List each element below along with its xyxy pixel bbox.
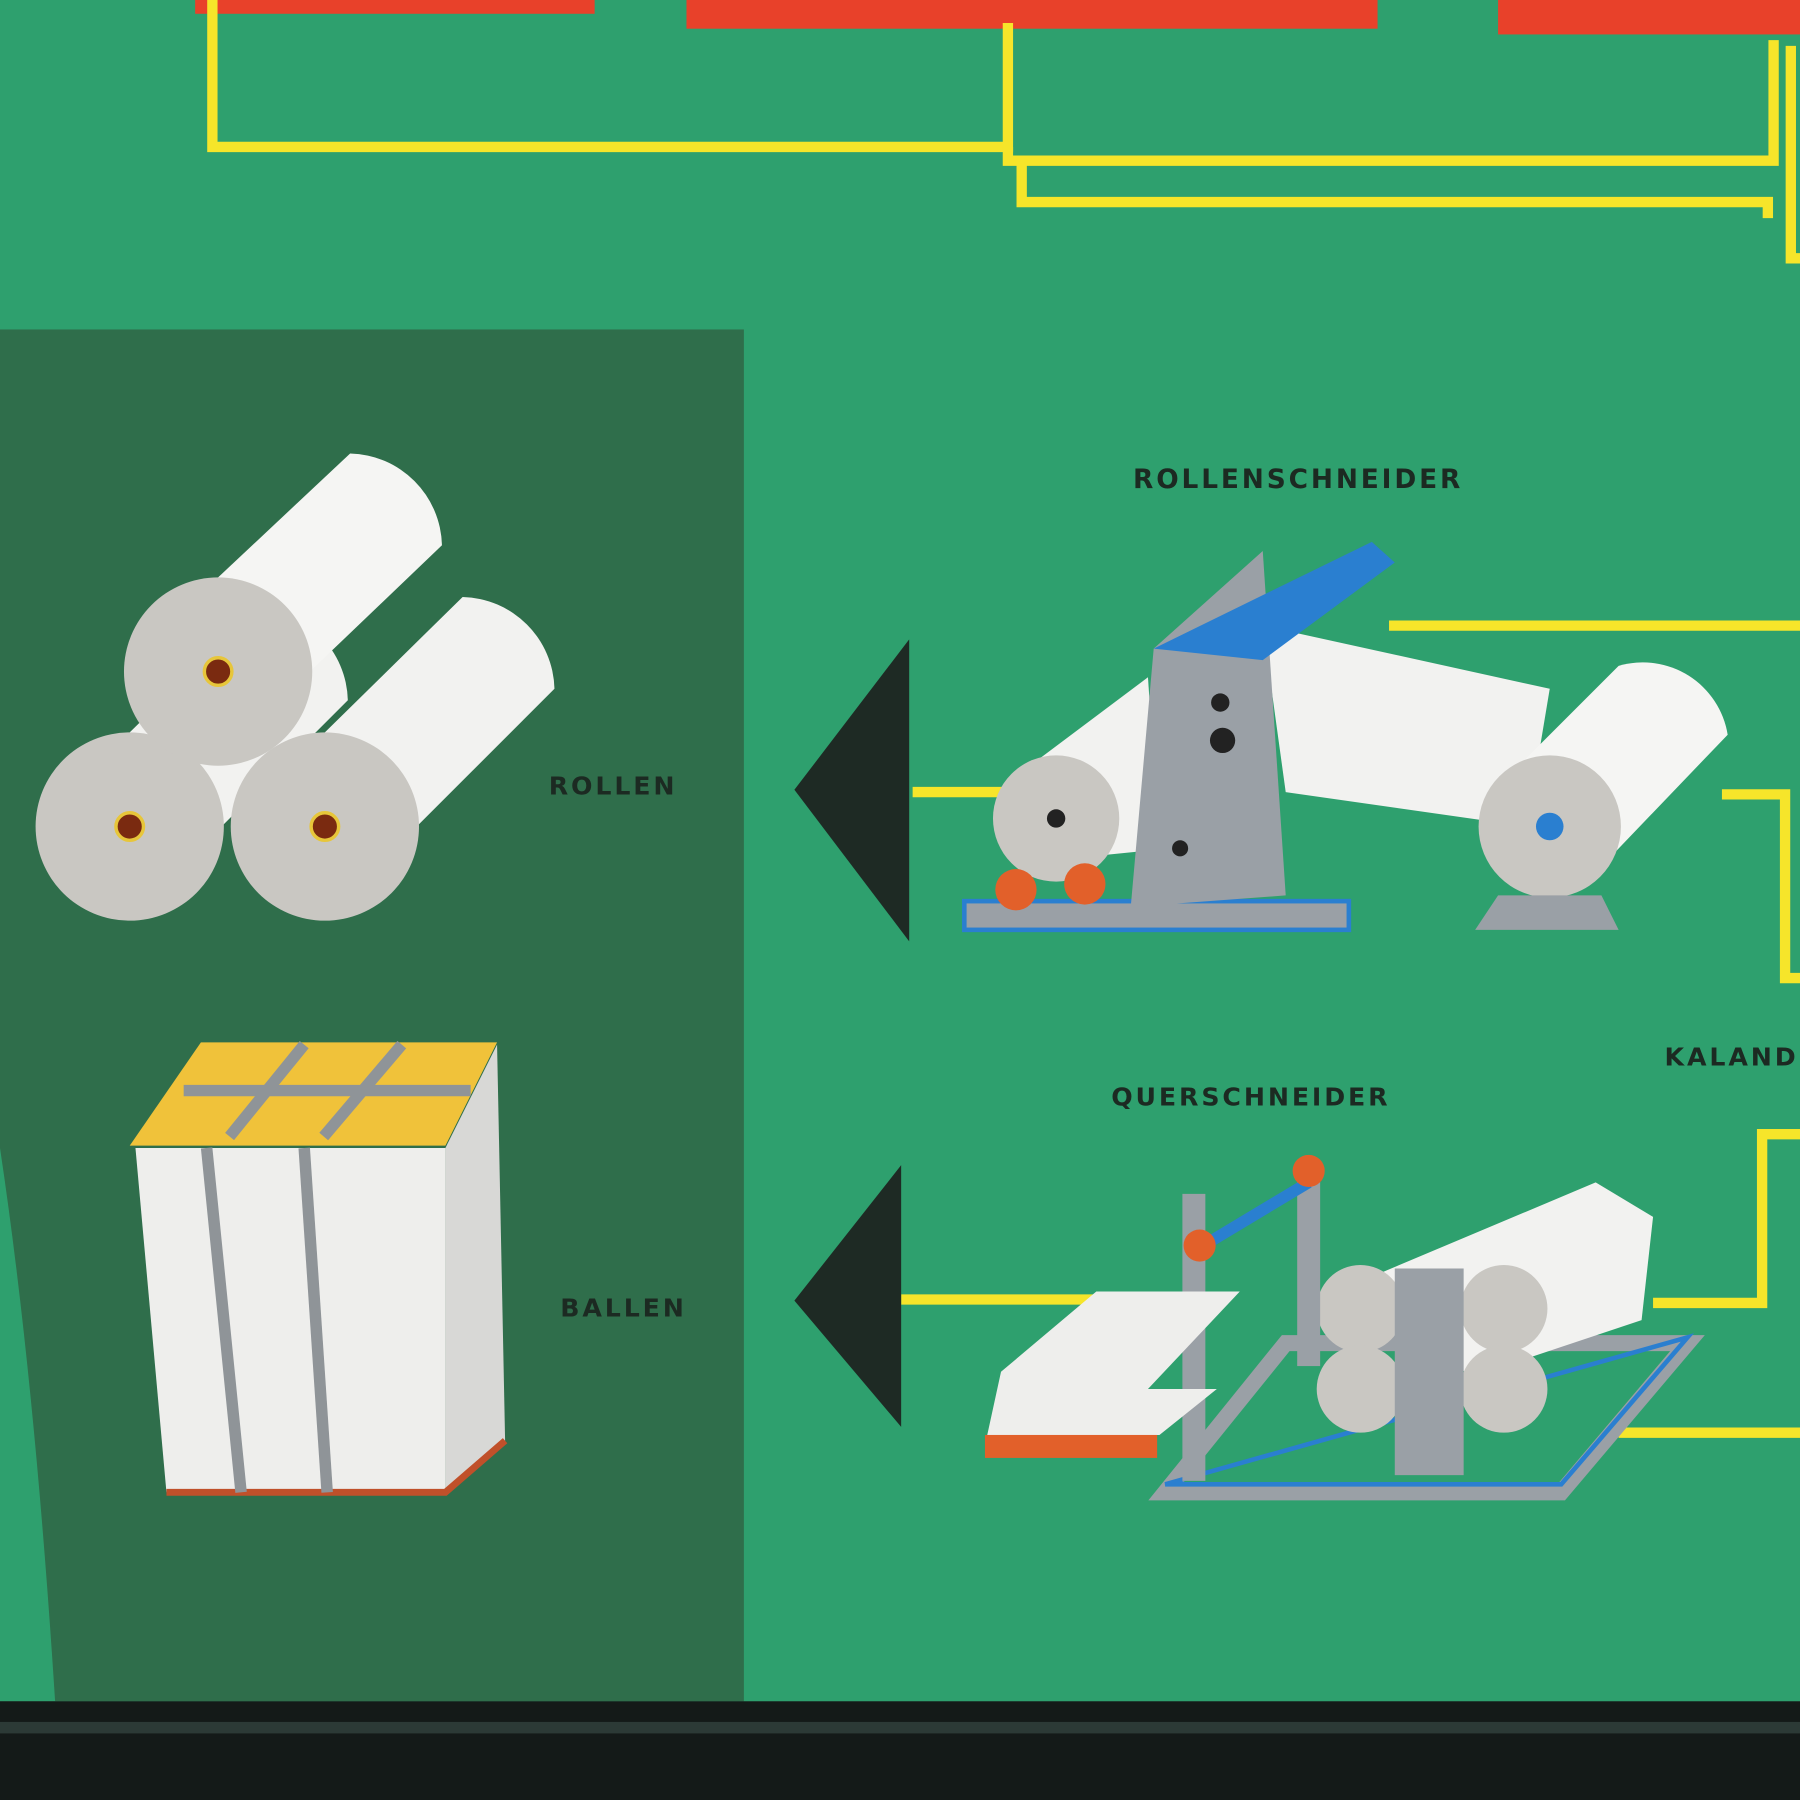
label-rollen: ROLLEN <box>549 771 678 800</box>
flow-lines <box>207 0 1800 1438</box>
header-box <box>195 0 595 14</box>
rod-highlight <box>0 1721 1800 1734</box>
panel-curl <box>0 1147 56 1702</box>
poster-rod <box>0 1701 1800 1800</box>
flow-line <box>1785 45 1800 264</box>
bale-illustration <box>129 1040 508 1496</box>
flow-line <box>1721 789 1800 984</box>
flow-line <box>207 0 1014 153</box>
label-querschneider: QUERSCHNEIDER <box>1111 1082 1390 1111</box>
header-box <box>686 0 1378 29</box>
rolls-illustration <box>35 453 555 921</box>
label-ballen: BALLEN <box>560 1294 687 1323</box>
flow-line <box>1002 40 1779 166</box>
label-kalander: KALAND <box>1665 1042 1799 1071</box>
label-rollenschneider: ROLLENSCHNEIDER <box>1133 464 1463 495</box>
querschneider-machine <box>984 1154 1705 1501</box>
arrow-left-icon <box>794 1165 902 1427</box>
flow-line <box>1016 160 1774 219</box>
header-boxes <box>195 0 1800 35</box>
header-box <box>1498 0 1800 35</box>
arrow-left-icon <box>794 639 910 942</box>
rollenschneider-machine <box>961 541 1728 933</box>
flow-line <box>1653 1129 1800 1309</box>
